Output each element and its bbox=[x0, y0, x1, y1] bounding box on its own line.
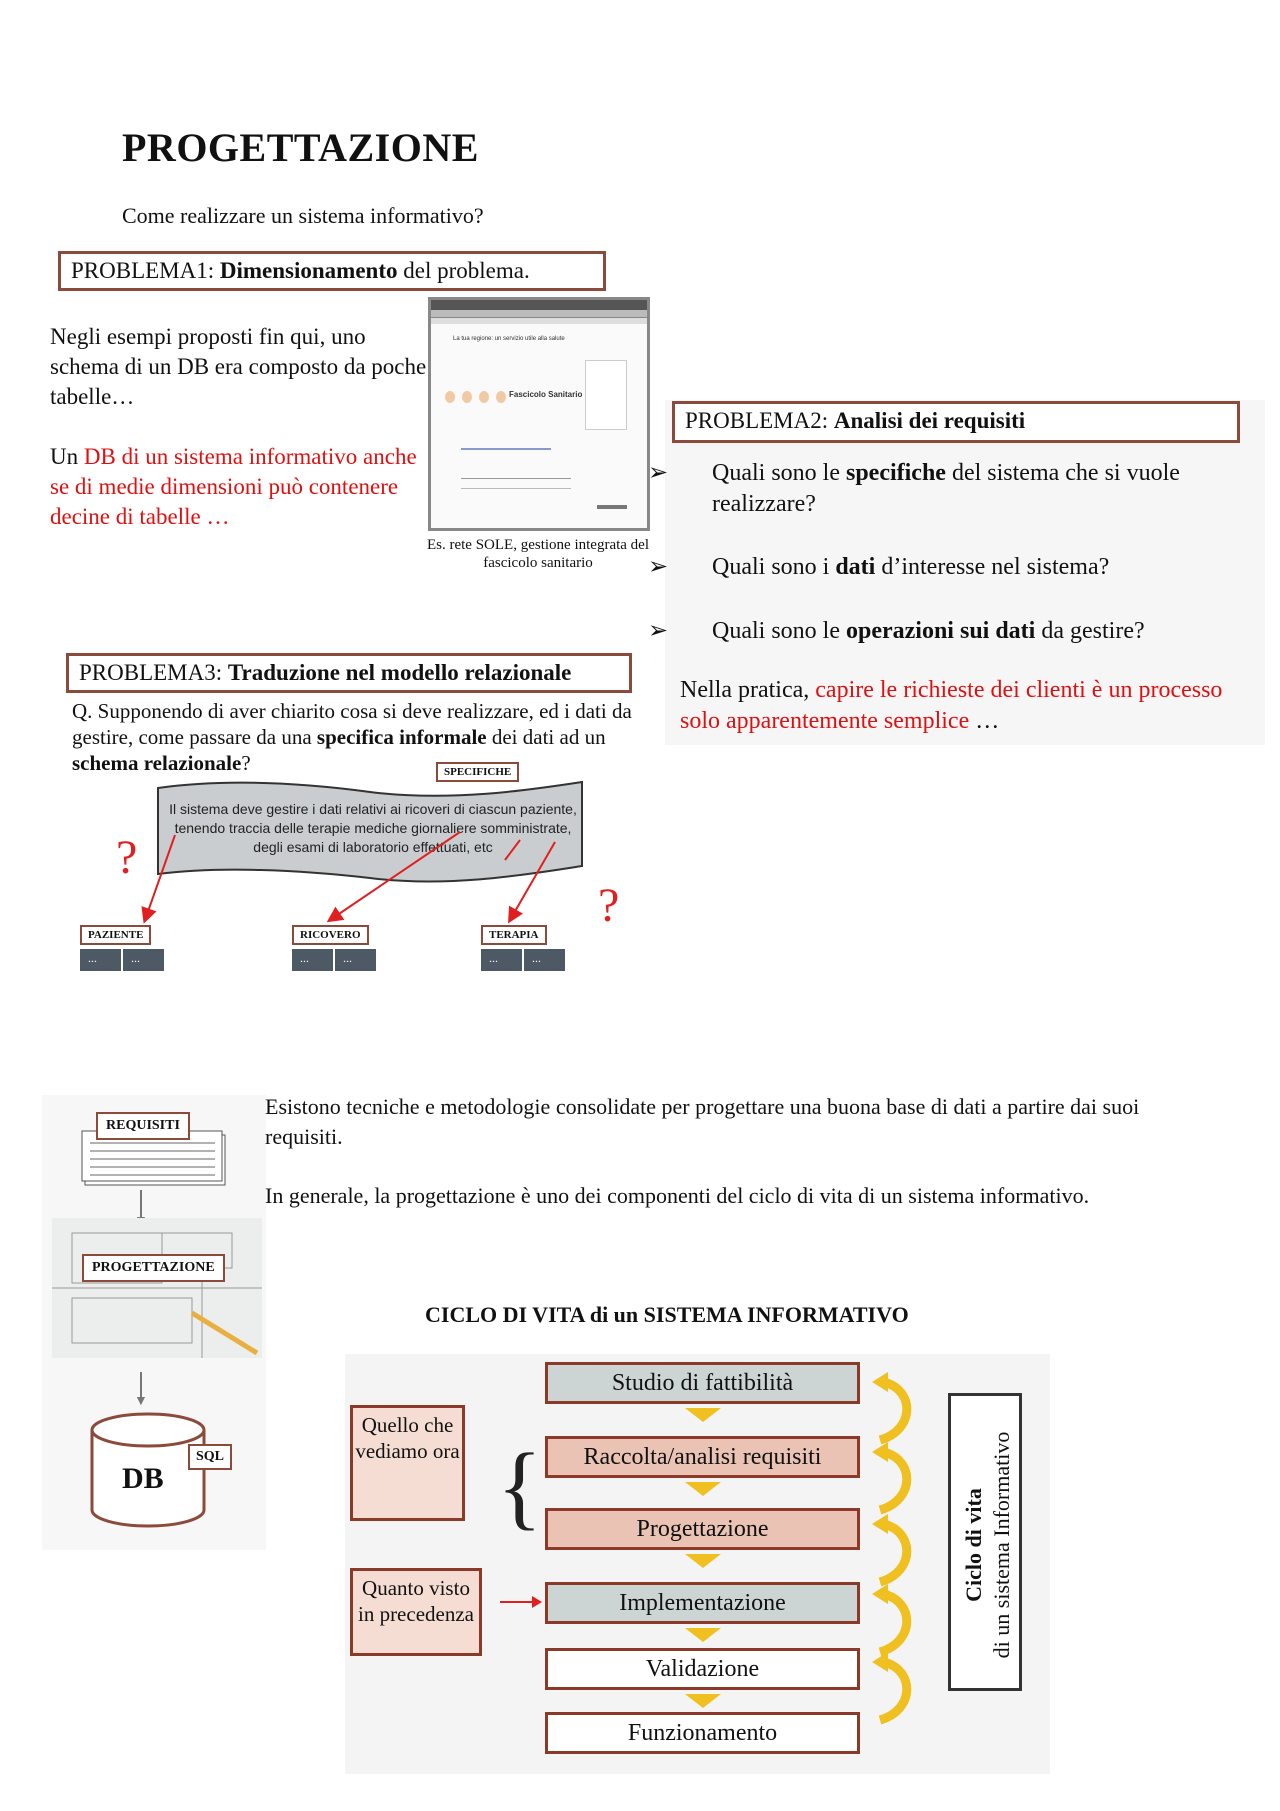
step-arrow-icon bbox=[685, 1628, 721, 1642]
question-mark-icon: ? bbox=[598, 879, 620, 932]
side-box-now: Quello che vediamo ora bbox=[350, 1405, 465, 1521]
step-implementazione: Implementazione bbox=[545, 1582, 860, 1624]
db-label: DB bbox=[122, 1462, 164, 1495]
step-arrow-icon bbox=[685, 1408, 721, 1422]
fascicolo-screenshot-image: La tua regione: un servizio utile alla s… bbox=[428, 297, 650, 531]
specifiche-scroll bbox=[157, 780, 583, 883]
database-icon bbox=[90, 1412, 206, 1528]
step-progettazione: Progettazione bbox=[545, 1508, 860, 1550]
problema1-text: Negli esempi proposti fin qui, uno schem… bbox=[50, 324, 427, 409]
arrow-right-icon bbox=[500, 1596, 542, 1608]
mapping-arrows bbox=[141, 831, 556, 924]
specifiche-label: SPECIFICHE bbox=[436, 762, 520, 782]
step-validazione: Validazione bbox=[545, 1648, 860, 1690]
problema1-label: PROBLEMA1: Dimensionamento del problema. bbox=[58, 251, 606, 291]
step-raccolta-requisiti: Raccolta/analisi requisiti bbox=[545, 1436, 860, 1478]
side-box-before: Quanto visto in precedenza bbox=[350, 1568, 482, 1656]
bullet-arrow-icon: ➢ bbox=[648, 460, 669, 486]
problema2-panel bbox=[665, 400, 1265, 745]
step-funzionamento: Funzionamento bbox=[545, 1712, 860, 1754]
problema1-red-text: Un DB di un sistema informativo anche se… bbox=[50, 444, 417, 529]
bullet-item: ➢Quali sono i dati d’interesse nel siste… bbox=[648, 552, 1220, 583]
page-subtitle: Come realizzare un sistema informativo? bbox=[122, 203, 484, 228]
problema2-label: PROBLEMA2: Analisi dei requisiti bbox=[672, 401, 1240, 443]
bullet-arrow-icon: ➢ bbox=[648, 554, 669, 580]
requisiti-label: REQUISITI bbox=[96, 1112, 190, 1140]
entity-terapia: TERAPIA ...... bbox=[481, 925, 567, 971]
progettazione-label: PROGETTAZIONE bbox=[82, 1254, 225, 1282]
cycle-heading: CICLO DI VITA di un SISTEMA INFORMATIVO bbox=[425, 1302, 909, 1327]
flow-arrow-1 bbox=[140, 1190, 142, 1218]
sql-label: SQL bbox=[188, 1444, 233, 1470]
screenshot-caption: Es. rete SOLE, gestione integrata del fa… bbox=[426, 537, 649, 571]
paragraph-lifecycle: In generale, la progettazione è uno dei … bbox=[265, 1183, 1090, 1208]
practice-note: Nella pratica, capire le richieste dei c… bbox=[680, 677, 1223, 734]
entity-paziente: PAZIENTE ...... bbox=[80, 925, 166, 971]
problema3-label: PROBLEMA3: Traduzione nel modello relazi… bbox=[66, 653, 632, 693]
step-studio-fattibilita: Studio di fattibilità bbox=[545, 1362, 860, 1404]
down-arrow-icon: ▼ bbox=[134, 1394, 148, 1409]
entity-ricovero: RICOVERO ...... bbox=[292, 925, 378, 971]
step-arrow-icon bbox=[685, 1554, 721, 1568]
brace-icon: { bbox=[497, 1435, 543, 1539]
page-title: PROGETTAZIONE bbox=[122, 125, 479, 170]
problema3-question: Q. Supponendo di aver chiarito cosa si d… bbox=[72, 699, 632, 775]
feedback-arrows bbox=[872, 1372, 912, 1725]
blueprint-image bbox=[52, 1218, 262, 1358]
step-arrow-icon bbox=[685, 1694, 721, 1708]
question-mark-icon: ? bbox=[116, 831, 138, 884]
bullet-item: ➢Quali sono le operazioni sui dati da ge… bbox=[648, 616, 1220, 647]
paragraph-techniques: Esistono tecniche e metodologie consolid… bbox=[265, 1094, 1140, 1149]
bullet-arrow-icon: ➢ bbox=[648, 618, 669, 644]
bullet-item: ➢Quali sono le specifiche del sistema ch… bbox=[648, 460, 1180, 517]
cycle-vertical-caption: Ciclo di vita di un sistema Informativo bbox=[948, 1393, 1022, 1691]
step-arrow-icon bbox=[685, 1482, 721, 1496]
flow-arrow-2 bbox=[140, 1372, 142, 1398]
specifiche-text: Il sistema deve gestire i dati relativi … bbox=[169, 801, 577, 855]
